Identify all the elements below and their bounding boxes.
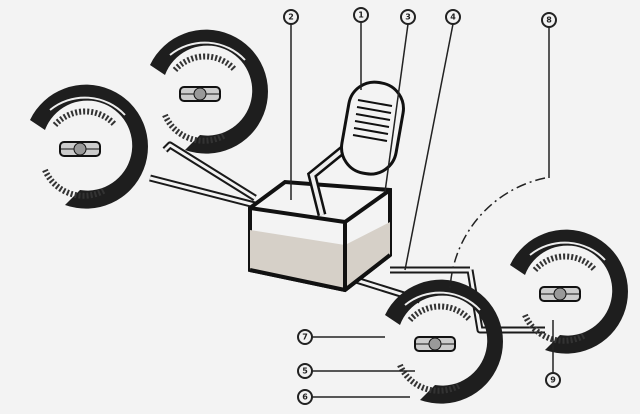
brake-pedal [306, 80, 405, 217]
front-right-brake-drum [150, 30, 268, 154]
wheel-outline-arc [449, 177, 546, 291]
label-8: 8 [546, 16, 552, 25]
front-left-brake-drum [30, 85, 148, 209]
callout-labels [283, 7, 561, 405]
label-2: 2 [288, 13, 294, 22]
label-9: 9 [550, 376, 556, 385]
rear-right-brake-drum [510, 230, 628, 354]
master-cylinder [248, 179, 392, 293]
label-3: 3 [405, 13, 411, 22]
label-4: 4 [450, 13, 456, 22]
label-5: 5 [302, 367, 308, 376]
label-7: 7 [302, 333, 308, 342]
rear-left-brake-drum [385, 280, 503, 404]
label-1: 1 [358, 11, 364, 20]
leader-lines [290, 22, 554, 398]
label-6: 6 [302, 393, 308, 402]
